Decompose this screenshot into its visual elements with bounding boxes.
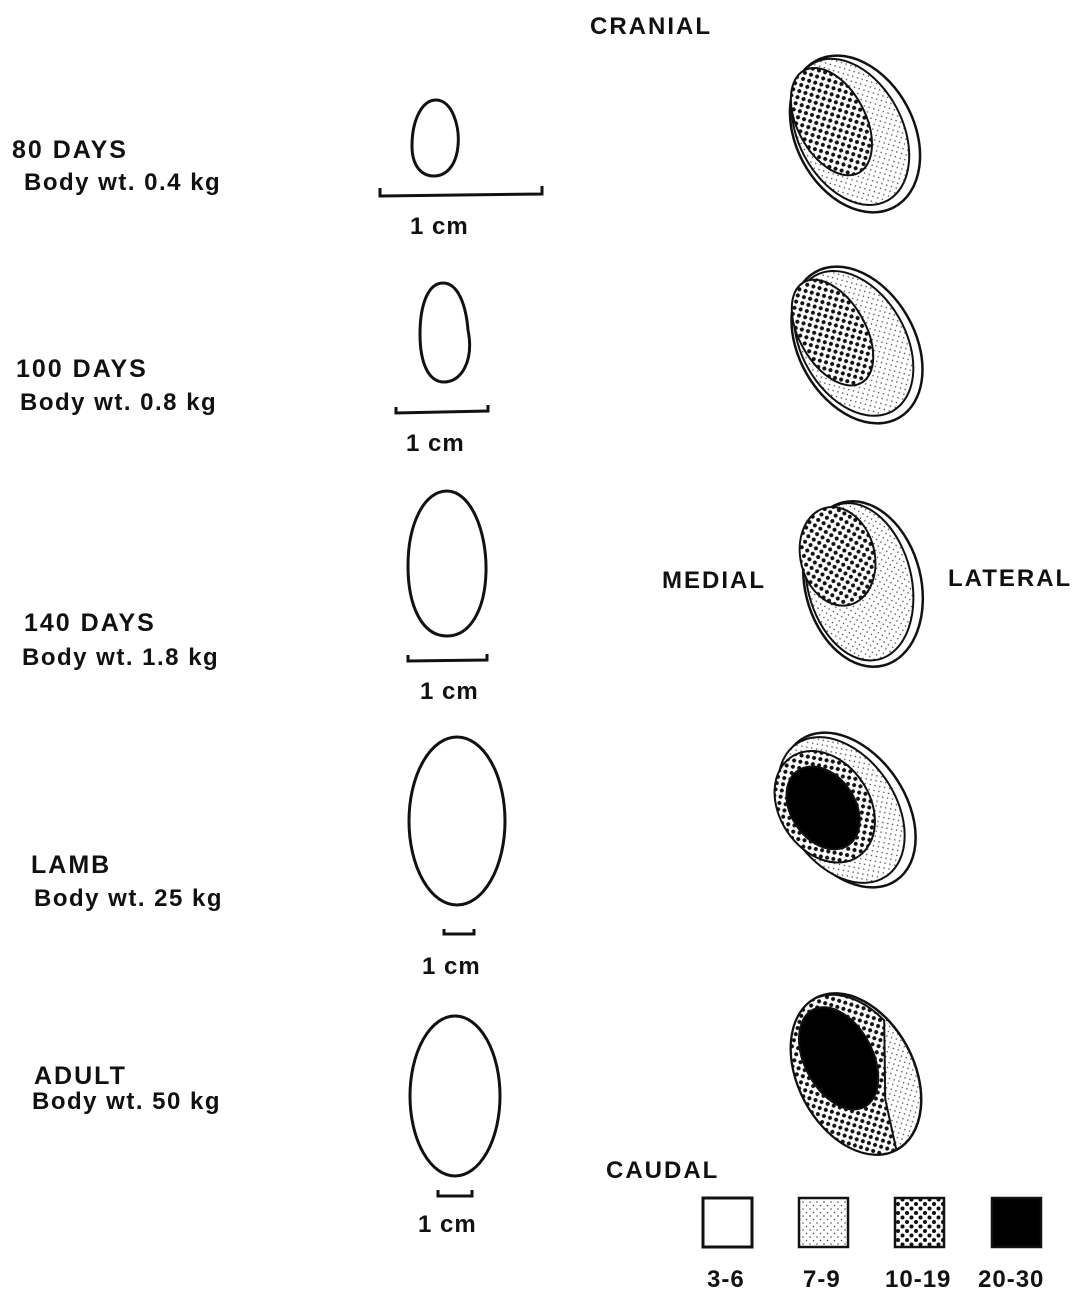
eye-outline: [409, 737, 505, 905]
legend-label: 7-9: [803, 1266, 841, 1292]
caudal-label: CAUDAL: [606, 1157, 719, 1184]
scale-label: 1 cm: [422, 953, 481, 980]
density-map: [749, 708, 944, 916]
scale-bar: [380, 186, 542, 196]
eye-outline: [420, 283, 470, 382]
legend-swatch-solid-black: [992, 1198, 1041, 1247]
scale-bar: [408, 654, 487, 661]
stage-name: 80 DAYS: [12, 136, 128, 164]
density-map: [786, 488, 939, 679]
legend: 3-6 7-9 10-19 20-30: [703, 1198, 1044, 1292]
stage-weight: Body wt. 0.4 kg: [24, 169, 221, 196]
scale-bar: [438, 1190, 472, 1196]
legend-swatch-fine-stipple: [799, 1198, 848, 1247]
medial-label: MEDIAL: [662, 567, 766, 594]
scale-label: 1 cm: [420, 678, 479, 705]
eye-outline: [412, 100, 458, 176]
legend-item-20-30: 20-30: [978, 1198, 1044, 1292]
stage-140-days: 140 DAYS Body wt. 1.8 kg 1 cm: [22, 488, 940, 705]
scale-label: 1 cm: [410, 213, 469, 240]
stage-name: ADULT: [34, 1062, 127, 1090]
stage-weight: Body wt. 1.8 kg: [22, 644, 219, 671]
scale-bar: [444, 929, 474, 934]
stage-name: LAMB: [31, 851, 111, 879]
legend-label: 10-19: [885, 1266, 951, 1292]
legend-label: 20-30: [978, 1266, 1044, 1292]
legend-label: 3-6: [707, 1266, 745, 1292]
stage-name: 100 DAYS: [16, 355, 148, 383]
cranial-label: CRANIAL: [590, 13, 712, 40]
lateral-label: LATERAL: [948, 565, 1072, 592]
stage-weight: Body wt. 25 kg: [34, 885, 223, 912]
legend-item-3-6: 3-6: [703, 1198, 752, 1292]
stage-100-days: 100 DAYS Body wt. 0.8 kg 1 cm: [16, 243, 949, 457]
eye-outline: [410, 1016, 500, 1176]
density-map: [765, 243, 949, 446]
stage-weight: Body wt. 50 kg: [32, 1088, 221, 1115]
legend-swatch-coarse-dots: [895, 1198, 944, 1247]
stage-80-days: 80 DAYS Body wt. 0.4 kg 1 cm: [12, 33, 946, 240]
eye-outline: [408, 491, 486, 636]
legend-swatch-blank: [703, 1198, 752, 1247]
density-map: [764, 971, 947, 1177]
scale-label: 1 cm: [406, 430, 465, 457]
stage-weight: Body wt. 0.8 kg: [20, 389, 217, 416]
stage-name: 140 DAYS: [24, 609, 156, 637]
scale-bar: [396, 405, 488, 413]
legend-item-10-19: 10-19: [885, 1198, 951, 1292]
legend-item-7-9: 7-9: [799, 1198, 848, 1292]
scale-label: 1 cm: [418, 1211, 477, 1238]
density-map: [764, 33, 946, 235]
stage-lamb: LAMB Body wt. 25 kg 1 cm: [31, 708, 943, 980]
